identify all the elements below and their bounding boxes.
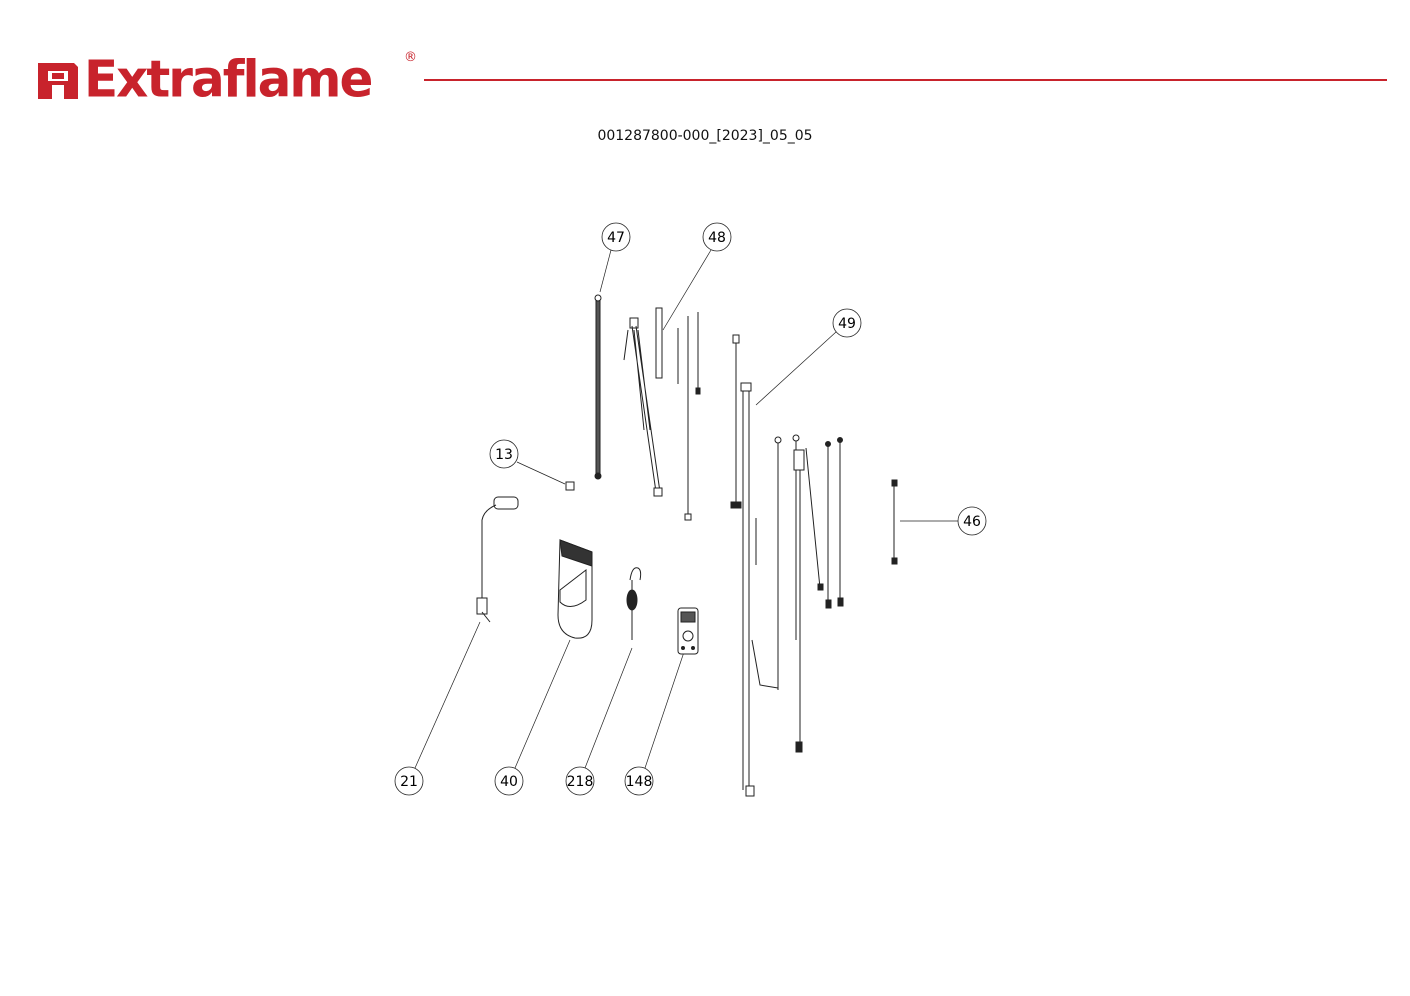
registered-mark: ® xyxy=(404,50,417,65)
callout-label: 21 xyxy=(400,774,418,790)
part-218-probe xyxy=(626,567,642,640)
leader-lines xyxy=(414,249,958,769)
callout-47: 47 xyxy=(601,222,631,252)
callout-label: 48 xyxy=(708,230,726,246)
brand-name: Extraflame xyxy=(84,49,373,109)
page-header: Extraflame ® xyxy=(0,0,1410,120)
callout-49: 49 xyxy=(832,308,862,338)
callout-label: 47 xyxy=(607,230,625,246)
part-46-cable xyxy=(891,479,898,565)
callout-label: 49 xyxy=(838,316,856,332)
callout-40: 40 xyxy=(494,766,524,796)
document-code: 001287800-000_[2023]_05_05 xyxy=(597,128,813,144)
callout-218: 218 xyxy=(565,766,595,796)
part-13-connector xyxy=(565,481,575,491)
part-40-cover xyxy=(557,539,593,639)
part-48-cable-bundle xyxy=(623,307,701,521)
callout-label: 148 xyxy=(626,774,653,790)
callout-46: 46 xyxy=(957,506,987,536)
callout-label: 13 xyxy=(495,447,513,463)
callout-148: 148 xyxy=(624,766,654,796)
callout-label: 46 xyxy=(963,514,981,530)
header-divider xyxy=(424,79,1387,81)
part-49-harness xyxy=(730,334,844,797)
callout-label: 218 xyxy=(567,774,594,790)
extraflame-logo: Extraflame ® xyxy=(34,49,417,109)
callout-48: 48 xyxy=(702,222,732,252)
part-47-rod xyxy=(594,294,602,480)
flame-logo-icon xyxy=(38,63,78,99)
part-21-power-cord xyxy=(476,496,519,623)
callout-21: 21 xyxy=(394,766,424,796)
part-148-display-panel xyxy=(677,607,699,655)
callout-13: 13 xyxy=(489,439,519,469)
callout-label: 40 xyxy=(500,774,518,790)
